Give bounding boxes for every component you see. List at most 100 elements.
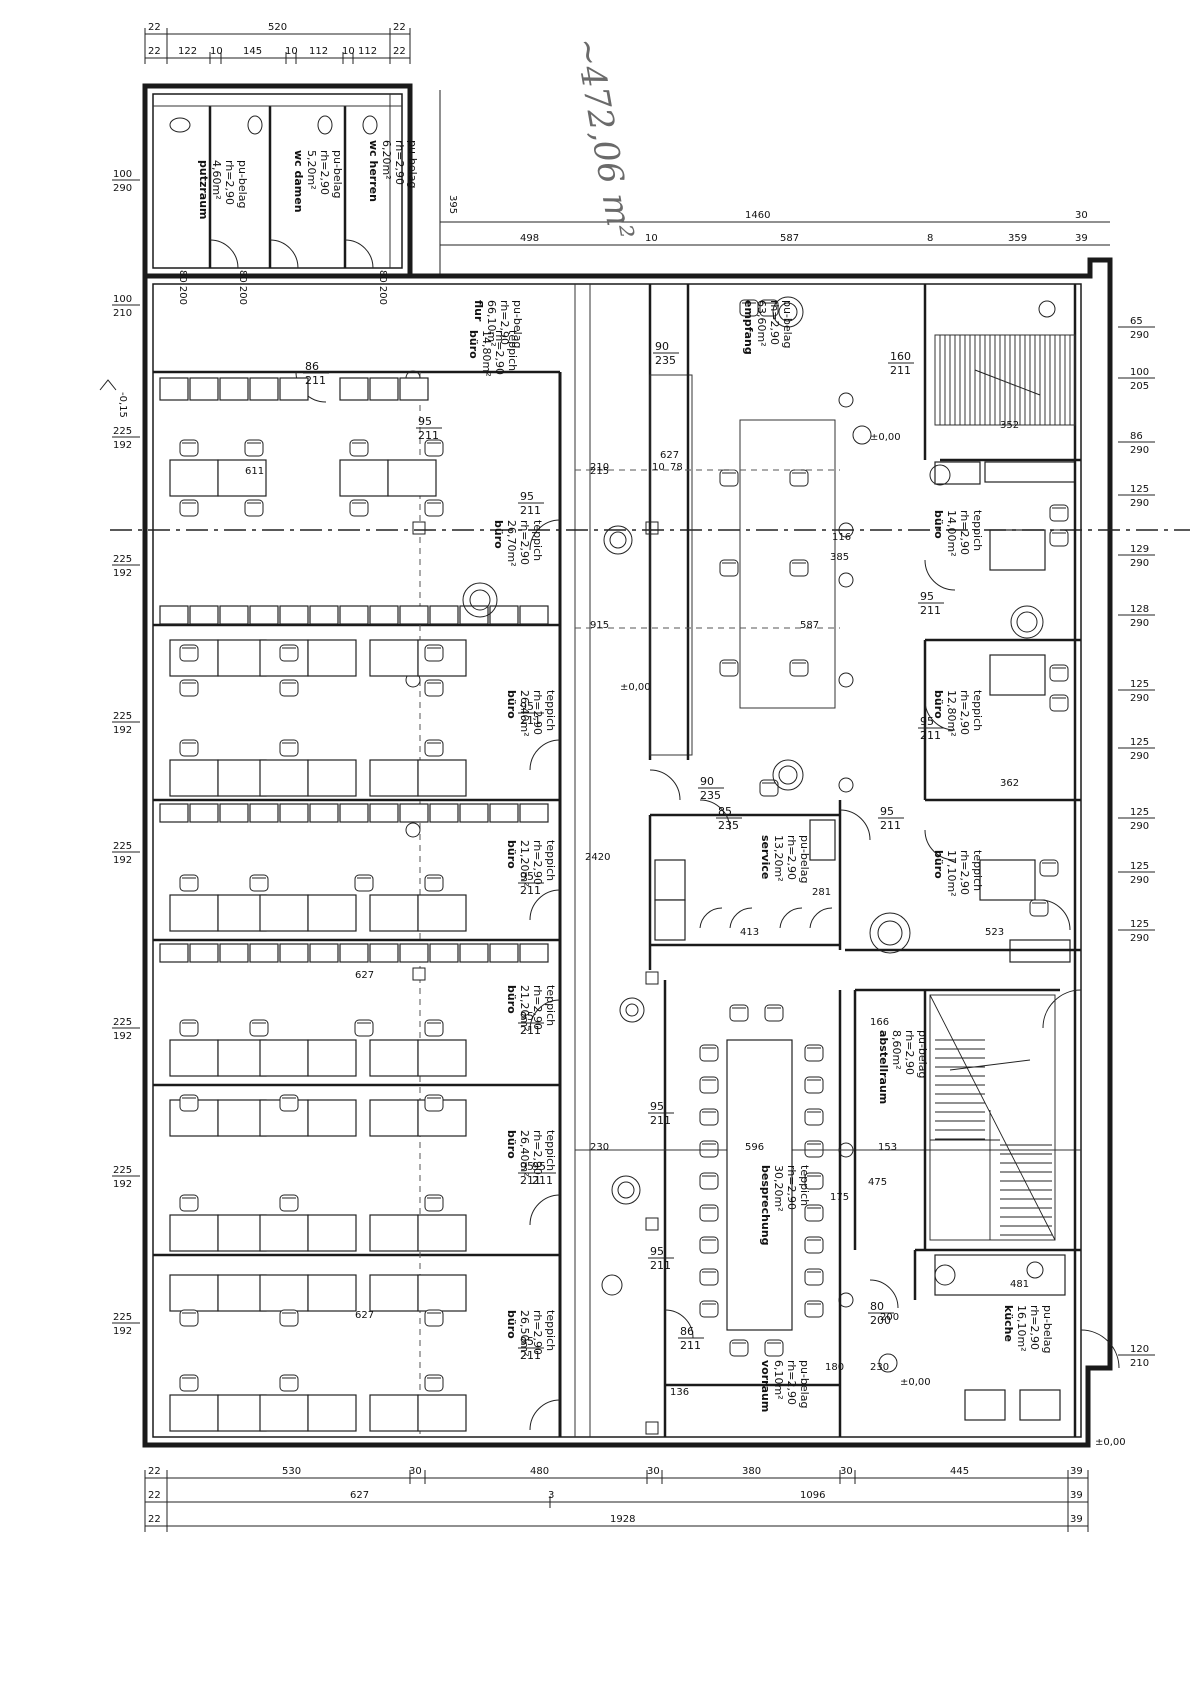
right-wing: [462, 284, 1120, 1437]
stair-top: [934, 334, 1076, 426]
office-chair: [789, 469, 809, 487]
room-detail: teppich: [506, 330, 519, 371]
dimension-label: 385: [830, 552, 849, 563]
room-detail: pu-belag: [781, 300, 794, 348]
svg-text:235: 235: [718, 819, 739, 832]
bottom-dim-1: 30: [409, 1466, 422, 1477]
svg-text:95: 95: [650, 1245, 664, 1258]
window-height: 290: [1130, 558, 1149, 569]
room-detail: 30,20m²: [772, 1165, 785, 1212]
office-chair: [804, 1044, 824, 1062]
desk: [259, 1394, 309, 1432]
desk: [459, 803, 489, 823]
left-window-labels: 1002901002102251922251922251922251922251…: [112, 169, 140, 1337]
room-detail: rh=2,90: [531, 985, 544, 1030]
office-chair: [424, 1309, 444, 1327]
svg-text:95: 95: [520, 1335, 534, 1348]
dimension-label: 587: [800, 620, 819, 631]
desk: [217, 1214, 267, 1252]
office-chair: [424, 1019, 444, 1037]
window-width: 100: [113, 294, 132, 305]
desk: [279, 377, 309, 401]
room-detail: pu-belag: [798, 835, 811, 883]
dimension-label: 523: [985, 927, 1004, 938]
room-height: rh=2,90: [393, 140, 406, 185]
office-chair: [699, 1172, 719, 1190]
desk: [169, 1394, 219, 1432]
desk: [259, 1039, 309, 1077]
room-detail: rh=2,90: [531, 1130, 544, 1175]
svg-text:211: 211: [920, 604, 941, 617]
svg-text:95: 95: [520, 870, 534, 883]
office-chair: [729, 1004, 749, 1022]
office-chair: [804, 1236, 824, 1254]
desk: [279, 605, 309, 625]
desk: [339, 803, 369, 823]
room-name: büro: [492, 520, 505, 549]
office-chair: [1049, 664, 1069, 682]
desk: [259, 759, 309, 797]
office-chair: [699, 1236, 719, 1254]
desk: [519, 605, 549, 625]
room-detail: 26,40m²: [518, 1130, 531, 1177]
desk: [309, 803, 339, 823]
svg-text:95: 95: [520, 700, 534, 713]
desk: [169, 759, 219, 797]
bottom-dimensions: [144, 1470, 1089, 1532]
room-name: flur: [472, 300, 485, 322]
office-chair: [179, 644, 199, 662]
bottom-dim-2: 627: [350, 1490, 369, 1501]
desk: [369, 377, 399, 401]
bottom-dim-1: 480: [530, 1466, 549, 1477]
office-chair: [424, 679, 444, 697]
desk: [307, 1394, 357, 1432]
office-chair: [279, 679, 299, 697]
room-detail: 21,20m²: [518, 840, 531, 887]
window-width: 125: [1130, 919, 1149, 930]
desk: [369, 943, 399, 963]
central-area: [575, 284, 1081, 1437]
desk: [429, 943, 459, 963]
dimension-label: ±0,00: [900, 1377, 931, 1388]
dimension-label: 78: [670, 462, 683, 473]
top-dim-2-3: 145: [243, 46, 262, 57]
left-office-wing: [153, 284, 854, 1437]
bottom-dim-1: 30: [647, 1466, 660, 1477]
window-width: 225: [113, 426, 132, 437]
office-chair: [729, 1339, 749, 1357]
window-height: 192: [113, 1031, 132, 1042]
desk: [217, 639, 267, 677]
dimension-label: 413: [740, 927, 759, 938]
door-labels: 9521195211952119521195211952119521195211…: [303, 340, 944, 1362]
svg-text:86: 86: [305, 360, 319, 373]
desk: [307, 1039, 357, 1077]
top-dim-1-2: 22: [393, 22, 406, 33]
dimension-label: ±0,00: [620, 682, 651, 693]
top-dim-4-1: 10: [645, 233, 658, 244]
desk: [169, 1039, 219, 1077]
office-chair: [424, 739, 444, 757]
desk: [519, 803, 549, 823]
window-width: 100: [113, 169, 132, 180]
dimension-label: 627: [355, 1310, 374, 1321]
office-chair: [719, 659, 739, 677]
desk: [989, 654, 1046, 696]
window-width: 225: [113, 554, 132, 565]
room-name: abstellraum: [877, 1030, 890, 1104]
window-height: 290: [1130, 751, 1149, 762]
room-detail: 63,60m²: [755, 300, 768, 347]
dimension-label: 200: [880, 1312, 899, 1323]
window-width: 100: [1130, 367, 1149, 378]
bottom-dim-1: 22: [148, 1466, 161, 1477]
